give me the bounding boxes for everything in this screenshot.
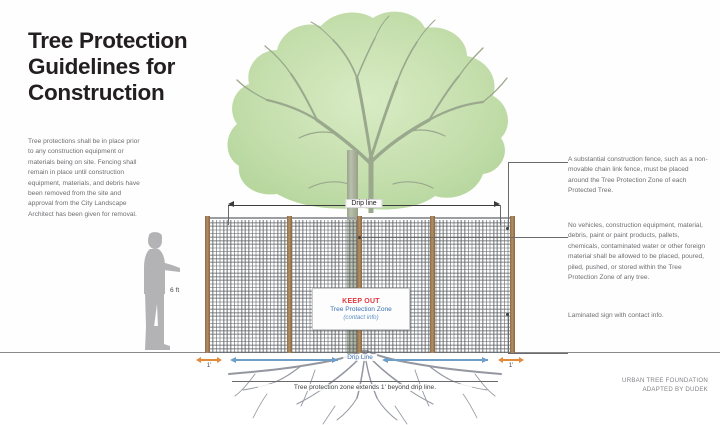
tree-canopy-illustration bbox=[227, 11, 508, 213]
chain-link-fence bbox=[205, 216, 515, 353]
offset-bar-left bbox=[199, 359, 219, 361]
offset-label-left: 1' bbox=[206, 362, 212, 369]
sign-contact-text: (contact info) bbox=[343, 313, 379, 321]
sign-keep-out-text: KEEP OUT bbox=[342, 297, 380, 305]
fence-post-right bbox=[510, 216, 515, 353]
sign-zone-text: Tree Protection Zone bbox=[330, 305, 392, 313]
human-scale-figure bbox=[144, 232, 180, 350]
offset-bar-right bbox=[501, 359, 521, 361]
fence-post-left bbox=[205, 216, 210, 353]
credit-block: URBAN TREE FOUNDATION ADAPTED BY DUDEK bbox=[548, 376, 708, 394]
drip-seg-right bbox=[384, 359, 488, 361]
drip-seg-left bbox=[232, 359, 338, 361]
drip-arrow-a4-icon bbox=[482, 356, 488, 363]
leader-line-sign bbox=[506, 313, 568, 355]
note-prohibited-materials: No vehicles, construction equipment, mat… bbox=[568, 222, 706, 282]
offset-dimension-left: 1' bbox=[196, 354, 222, 372]
note-laminated-sign: Laminated sign with contact info. bbox=[568, 312, 664, 319]
drip-line-bottom-label: Drip Line bbox=[343, 353, 377, 361]
offset-arrow-right-icon-2 bbox=[519, 356, 524, 363]
offset-label-right: 1' bbox=[508, 362, 514, 369]
drip-tick-right bbox=[500, 205, 501, 225]
drip-line-dimension-bottom: Drip Line bbox=[206, 353, 514, 367]
tpz-caption-rule bbox=[232, 381, 498, 382]
tpz-caption: Tree protection zone extends 1' beyond d… bbox=[258, 384, 472, 391]
offset-arrow-left-icon bbox=[196, 356, 201, 363]
drip-arrow-a1-icon bbox=[230, 356, 236, 363]
drip-tick-left bbox=[228, 205, 229, 225]
fence-height-label: 6 ft bbox=[170, 287, 180, 294]
offset-arrow-left-icon-2 bbox=[498, 356, 503, 363]
drip-arrow-right-icon bbox=[494, 201, 500, 207]
keep-out-sign[interactable]: KEEP OUT Tree Protection Zone (contact i… bbox=[312, 288, 410, 330]
drip-arrow-left-icon bbox=[228, 201, 234, 207]
offset-dimension-right: 1' bbox=[498, 354, 524, 372]
fence-post-2 bbox=[357, 216, 362, 353]
drip-line-dimension-top: Drip line bbox=[228, 199, 500, 211]
credit-line-1: URBAN TREE FOUNDATION bbox=[622, 377, 708, 384]
credit-line-2: ADAPTED BY DUDEK bbox=[642, 386, 708, 394]
page-title: Tree Protection Guidelines for Construct… bbox=[28, 28, 188, 106]
leader-line-zone bbox=[358, 236, 568, 240]
note-left: Tree protections shall be in place prior… bbox=[28, 138, 140, 218]
fence-post-1 bbox=[287, 216, 292, 353]
drip-arrow-a2-icon bbox=[332, 356, 338, 363]
note-fence-requirement: A substantial construction fence, such a… bbox=[568, 156, 708, 195]
leader-line-fence bbox=[506, 162, 568, 230]
drip-line-label: Drip line bbox=[345, 199, 383, 208]
drip-arrow-a3-icon bbox=[382, 356, 388, 363]
fence-post-3 bbox=[430, 216, 435, 353]
offset-arrow-right-icon bbox=[217, 356, 222, 363]
